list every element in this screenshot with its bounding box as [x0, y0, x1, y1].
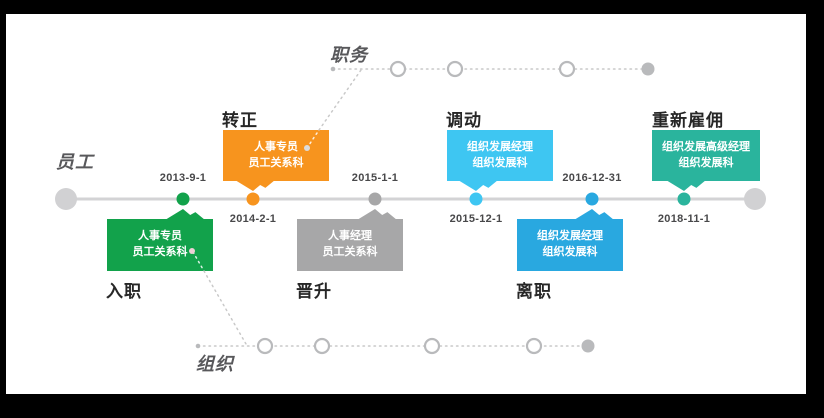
event-date-leave: 2016-12-31: [562, 172, 622, 184]
event-name-confirm: 转正: [222, 111, 258, 130]
card-tail-transfer: [458, 180, 498, 191]
event-card-promote: 人事经理 员工关系科: [297, 209, 403, 271]
event-name-leave: 离职: [516, 282, 552, 301]
card-role: 人事专员: [138, 230, 182, 242]
organization-track-label: 组织: [196, 354, 234, 374]
position-track-label: 职务: [330, 45, 368, 65]
canvas-background: [6, 14, 806, 394]
event-card-confirm: 人事专员 员工关系科: [223, 130, 329, 191]
card-role: 人事经理: [328, 230, 372, 242]
card-dept: 员工关系科: [248, 157, 304, 169]
card-role: 组织发展高级经理: [662, 141, 750, 153]
event-card-rehire: 组织发展高级经理 组织发展科: [652, 130, 760, 191]
event-name-promote: 晋升: [296, 282, 332, 301]
event-card-transfer: 组织发展经理 组织发展科: [447, 130, 553, 191]
card-role: 组织发展经理: [467, 141, 533, 153]
employee-track-label: 员工: [56, 152, 94, 172]
card-tail-confirm: [235, 180, 275, 191]
event-card-hire: 人事专员 员工关系科: [107, 209, 213, 271]
event-name-rehire: 重新雇佣: [652, 111, 724, 130]
event-card-leave: 组织发展经理 组织发展科: [517, 209, 623, 271]
event-date-rehire: 2018-11-1: [657, 213, 711, 225]
event-date-hire: 2013-9-1: [159, 172, 207, 184]
event-date-promote: 2015-1-1: [351, 172, 399, 184]
card-role: 人事专员: [254, 141, 298, 153]
card-dept: 组织发展科: [472, 157, 528, 169]
event-date-confirm: 2014-2-1: [229, 213, 277, 225]
event-name-hire: 入职: [106, 282, 142, 301]
card-tail-leave: [574, 209, 614, 220]
card-dept: 员工关系科: [132, 246, 188, 258]
card-tail-rehire: [666, 180, 706, 191]
card-dept: 员工关系科: [322, 246, 378, 258]
card-tail-promote: [357, 209, 397, 220]
card-dept: 组织发展科: [542, 246, 598, 258]
event-name-transfer: 调动: [446, 111, 482, 130]
card-role: 组织发展经理: [537, 230, 603, 242]
card-dept: 组织发展科: [678, 157, 734, 169]
card-tail-hire: [165, 209, 205, 220]
event-date-transfer: 2015-12-1: [449, 213, 503, 225]
